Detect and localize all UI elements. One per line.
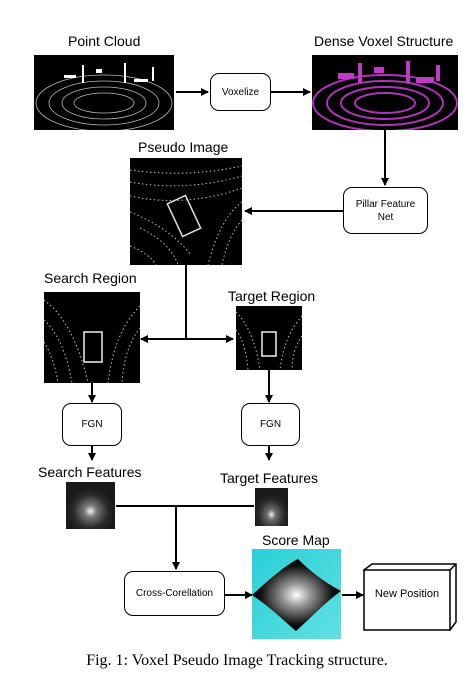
new-position-shape [362,563,457,632]
label-target-features: Target Features [220,470,319,486]
label-target-region: Target Region [228,288,316,304]
label-score-map: Score Map [262,532,330,548]
pillar-label-line2: Net [377,211,394,223]
label-point-cloud: Point Cloud [68,33,141,49]
new-position-label: New Position [374,588,440,600]
target-region-image [236,306,302,370]
label-dense-voxel: Dense Voxel Structure [314,33,454,49]
voxelize-box: Voxelize [210,73,271,111]
pillar-label-line1: Pillar Feature [355,198,416,210]
cross-correlation-box: Cross-Corellation [124,571,225,616]
fgn-search-box: FGN [62,403,122,446]
label-pseudo-image: Pseudo Image [138,139,229,155]
search-features-image [66,482,115,529]
label-search-region: Search Region [44,270,137,286]
fgn-target-box: FGN [241,403,300,446]
point-cloud-image [34,55,174,130]
figure-caption: Fig. 1: Voxel Pseudo Image Tracking stru… [86,652,388,669]
score-map-image [252,549,341,639]
label-search-features: Search Features [38,464,142,480]
target-features-image [255,488,288,526]
pillar-feature-net-box: Pillar Feature Net [343,187,428,234]
search-region-image [44,292,140,383]
pseudo-image [130,158,242,265]
dense-voxel-image [312,55,458,130]
